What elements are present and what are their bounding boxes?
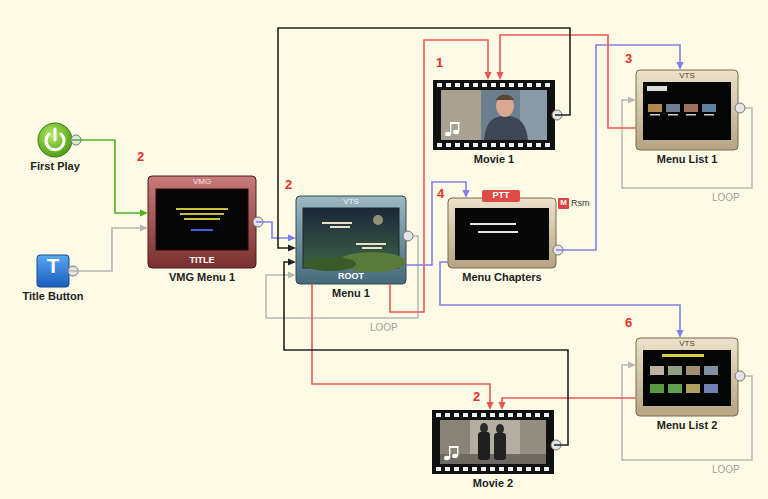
vts-root-menu-frame [296,196,406,284]
callout-number: 2 [137,150,144,164]
menu-list-frame [636,70,738,150]
connector [406,182,470,265]
node-label: Menu List 2 [657,419,718,432]
frame-tag: VTS [636,71,738,81]
node-label: Title Button [23,290,84,303]
node-label: Menu 1 [332,287,370,300]
connector-line [556,45,680,250]
music-note [445,122,459,136]
vmg-menu-node: VMGTITLEVMG Menu 1 [148,176,256,268]
connector [312,284,494,410]
connector-line [69,228,142,271]
arrowhead [288,244,296,251]
node-label: First Play [30,160,80,173]
arrowhead [484,72,491,80]
resume-badge: M [558,198,569,209]
node-label: Menu List 1 [657,153,718,166]
connector-line [500,35,636,128]
loop-label: LOOP [370,322,398,334]
button-glyph: T [37,255,69,287]
callout-number: 2 [285,178,292,192]
loop-line [266,100,752,460]
chapter-menu-node: PTTMRsmMenu Chapters [448,198,556,268]
connector-line [256,222,290,238]
movie-node: Movie 1 [433,80,555,150]
node-label: VMG Menu 1 [169,271,235,284]
connector [284,258,568,445]
loop-label: LOOP [712,464,740,476]
frame-tag: VMG [148,177,256,187]
arrowhead [140,224,148,231]
movie-node: Movie 2 [432,410,554,474]
menu-list-node: VTSMenu List 1 [636,70,738,150]
movie-filmstrip [432,410,554,474]
arrowhead [486,402,493,410]
node-label: Movie 1 [474,153,514,166]
ptt-tab: PTT [482,190,520,202]
connector-line [284,262,568,445]
callout-number: 1 [436,56,443,70]
callout-number: 6 [625,316,632,330]
frame-tag: VTS [636,339,738,349]
connector [496,35,636,128]
output-port [68,103,745,450]
loop-arrowhead [288,97,636,369]
connector [440,262,684,338]
arrowhead [676,62,683,70]
connector-line [406,182,466,265]
menu-list-node: VTSMenu List 2 [636,338,738,416]
connector-line [312,284,490,404]
callout-number: 2 [473,390,480,404]
connector-line [72,140,142,213]
connector-line [278,28,570,248]
menu-list-frame [636,338,738,416]
callout-number: 3 [625,52,632,66]
connector [278,28,570,252]
arrowhead [496,72,503,80]
callout-number: 4 [437,187,444,201]
connector [69,224,148,271]
arrowhead [462,190,469,198]
node-label: Movie 2 [473,477,513,490]
connector-line [502,398,636,404]
frame-caption: TITLE [148,255,256,266]
vmg-menu-frame [148,176,256,268]
resume-label: Rsm [571,198,590,208]
loop-label: LOOP [712,192,740,204]
connector [556,45,684,250]
power-icon [38,123,72,157]
vts-menu-node: VTSROOTMenu 1 [296,196,406,284]
connector-line [440,262,680,332]
first-play-node: First Play [38,123,72,157]
arrowhead [498,402,505,410]
arrowhead [288,234,296,241]
node-label: Menu Chapters [462,271,541,284]
title-button-node: TTitle Button [37,255,69,287]
movie-filmstrip [433,80,555,150]
arrowhead [288,258,296,265]
frame-caption: ROOT [296,271,406,282]
connector [256,222,296,242]
chapter-menu-frame [448,190,569,268]
title-button-icon [37,255,69,287]
arrowhead [140,209,148,216]
frame-tag: VTS [296,197,406,207]
arrowhead [676,330,683,338]
connector [72,140,148,217]
music-note [444,446,458,460]
